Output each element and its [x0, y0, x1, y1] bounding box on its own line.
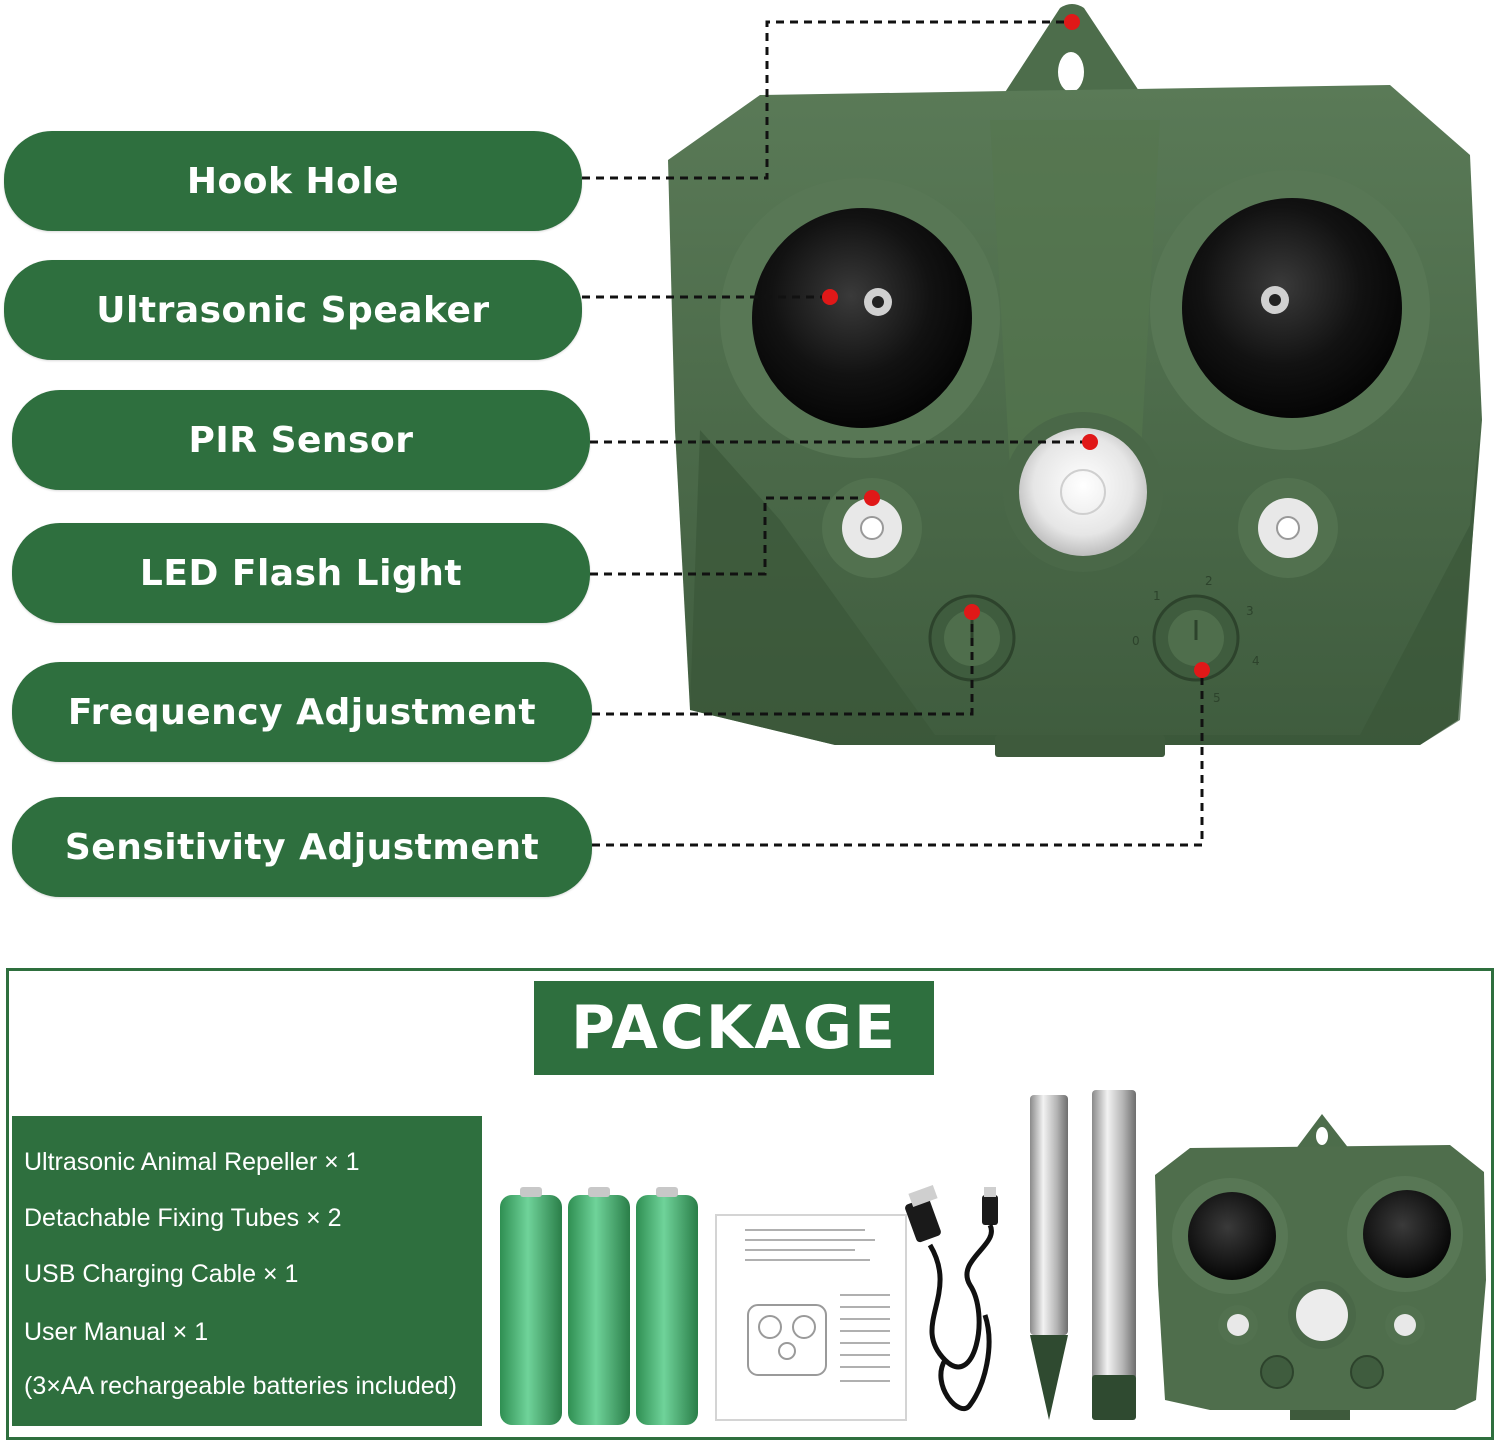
battery [568, 1187, 630, 1425]
left-led-light [822, 478, 922, 578]
callout-label: Hook Hole [186, 160, 400, 202]
callout-frequency-adjustment: Frequency Adjustment [12, 662, 592, 762]
package-item: User Manual × 1 [24, 1318, 209, 1346]
fixing-tube [1092, 1090, 1136, 1420]
leader-line-hook-hole [582, 20, 1072, 180]
callout-dot-pir-sensor [1082, 434, 1098, 450]
dial-mark: 0 [1132, 634, 1140, 648]
user-manual [715, 1214, 907, 1421]
callout-label: LED Flash Light [139, 552, 463, 594]
dial-mark: 4 [1252, 654, 1260, 668]
package-contents-list: Ultrasonic Animal Repeller × 1 Detachabl… [12, 1116, 482, 1426]
callout-pir-sensor: PIR Sensor [12, 390, 590, 490]
callout-dot-frequency-adjustment [964, 604, 980, 620]
sensitivity-dial-marks: 0 1 2 3 4 5 [1132, 574, 1260, 705]
callout-label: Sensitivity Adjustment [64, 826, 540, 868]
callout-dot-ultrasonic-speaker [822, 289, 838, 305]
callout-dot-led-flash-light [864, 490, 880, 506]
dial-mark: 5 [1213, 691, 1221, 705]
right-speaker [1150, 170, 1430, 450]
repeller-device-small [1155, 1114, 1486, 1420]
dial-mark: 3 [1246, 604, 1254, 618]
callout-label: Frequency Adjustment [67, 691, 537, 733]
callout-hook-hole: Hook Hole [4, 131, 582, 231]
package-item: USB Charging Cable × 1 [24, 1260, 299, 1288]
leader-line-led-flash-light [590, 496, 872, 576]
callout-label: PIR Sensor [188, 419, 414, 461]
right-led-light [1238, 478, 1338, 578]
dial-mark: 1 [1153, 589, 1161, 603]
battery [500, 1187, 562, 1425]
leader-line-frequency-adjustment [592, 612, 974, 716]
leader-lines [582, 20, 1204, 847]
package-item: Detachable Fixing Tubes × 2 [24, 1204, 342, 1232]
callout-dots [822, 14, 1210, 678]
battery [636, 1187, 698, 1425]
callout-dot-sensitivity-adjustment [1194, 662, 1210, 678]
package-title: PACKAGE [534, 981, 934, 1075]
callout-led-flash-light: LED Flash Light [12, 523, 590, 623]
package-section [6, 968, 1494, 1440]
hook-tab [1000, 4, 1145, 100]
callout-sensitivity-adjustment: Sensitivity Adjustment [12, 797, 592, 897]
callout-label: Ultrasonic Speaker [96, 289, 490, 331]
package-title-text: PACKAGE [570, 993, 898, 1063]
callout-dot-hook-hole [1064, 14, 1080, 30]
left-speaker [720, 178, 1000, 458]
repeller-device-diagram: 0 1 2 3 4 5 [582, 4, 1482, 847]
package-item: Ultrasonic Animal Repeller × 1 [24, 1148, 360, 1176]
dial-mark: 2 [1205, 574, 1213, 588]
callout-ultrasonic-speaker: Ultrasonic Speaker [4, 260, 582, 360]
package-items-illustration [500, 1090, 1136, 1425]
package-item: (3×AA rechargeable batteries included) [24, 1372, 457, 1400]
sensitivity-knob [1152, 594, 1240, 682]
pir-sensor [1003, 412, 1163, 572]
leader-line-sensitivity-adjustment [592, 670, 1204, 847]
usb-cable [905, 1184, 998, 1411]
fixing-tube [1030, 1095, 1068, 1420]
